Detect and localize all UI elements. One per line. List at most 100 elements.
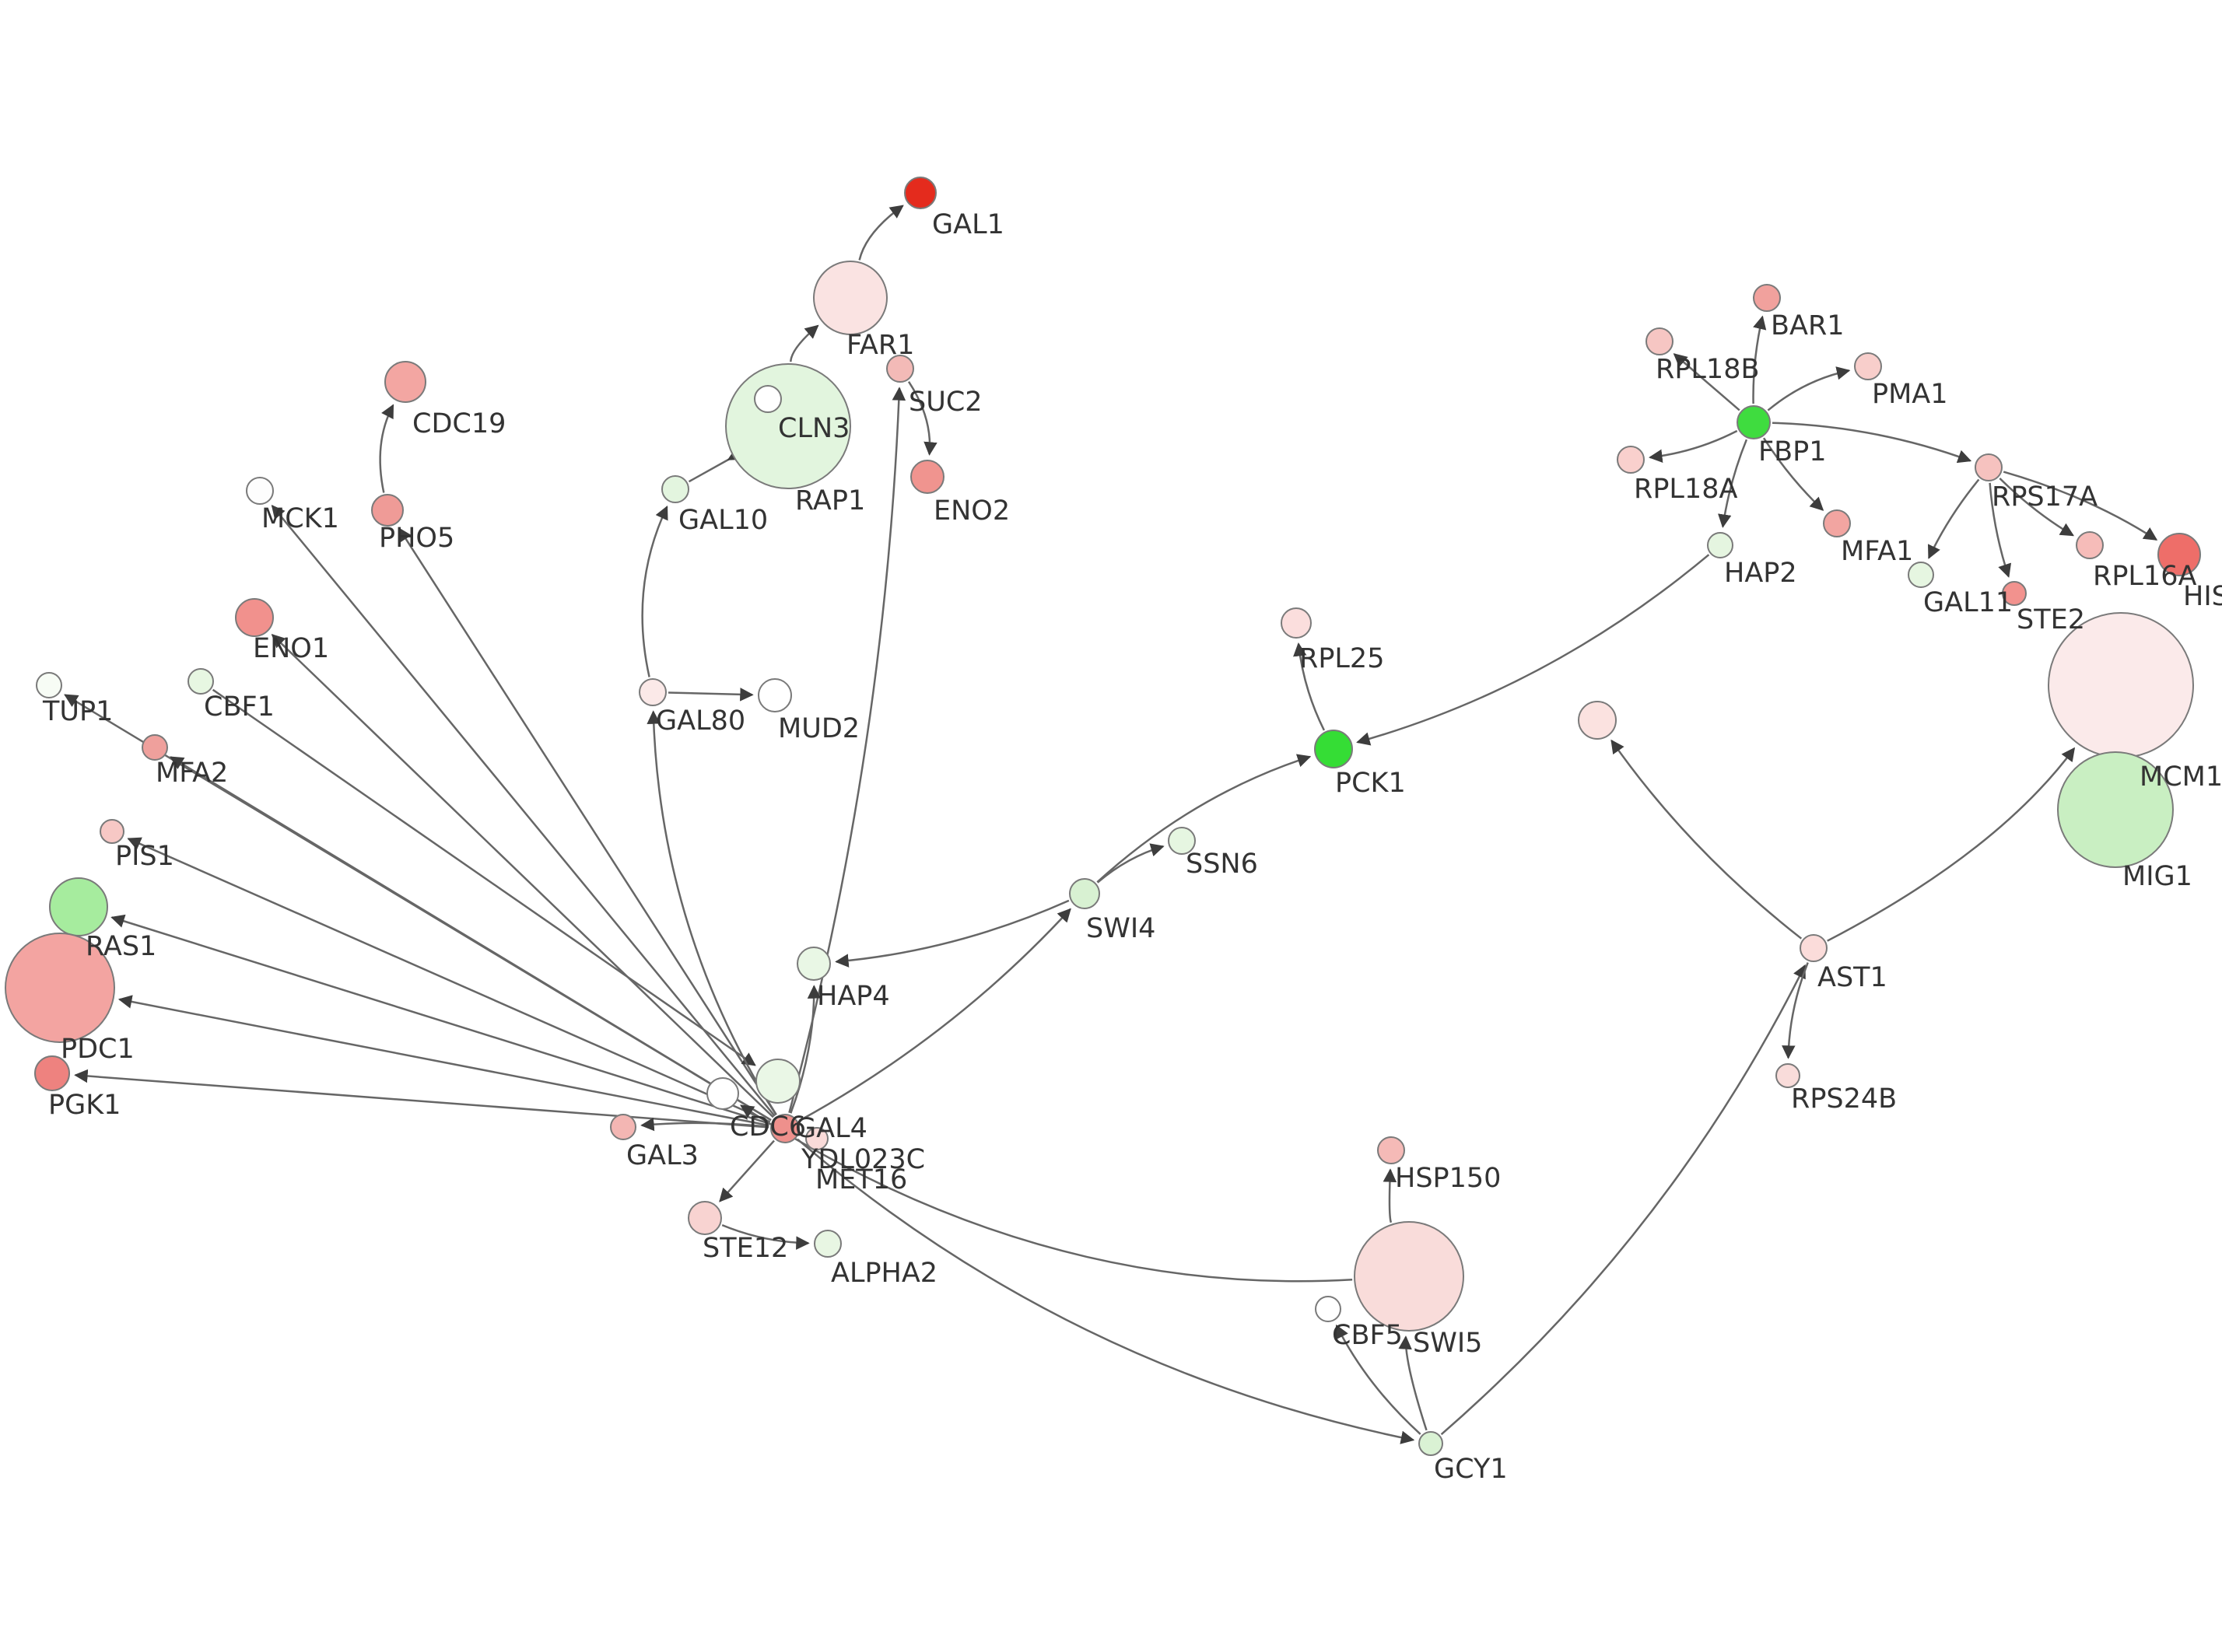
node-mud2[interactable] (758, 678, 792, 712)
node-ast1[interactable] (1800, 934, 1828, 962)
node-label-eno2: ENO2 (934, 495, 1010, 527)
edge-cbf1-met16 (212, 688, 756, 1066)
node-label-hap2: HAP2 (1724, 558, 1797, 589)
node-rpl18b[interactable] (1645, 327, 1674, 355)
node-label-cdc19: CDC19 (412, 408, 506, 439)
edge-cln3-far1 (790, 324, 819, 362)
node-cln3[interactable] (725, 363, 851, 489)
node-gal4[interactable] (770, 1114, 800, 1143)
edge-far1-gal1 (858, 205, 904, 261)
node-label-pma1: PMA1 (1872, 379, 1948, 410)
node-rps17a[interactable] (1975, 453, 2003, 481)
edge-hap2-pck1 (1356, 554, 1710, 746)
edge-gal4-mck1 (271, 504, 776, 1117)
edge-swi4-hap4 (835, 899, 1070, 968)
node-mfa2[interactable] (142, 734, 168, 761)
node-label-rap1: RAP1 (795, 485, 865, 516)
node-hap4[interactable] (797, 947, 831, 981)
node-eno2[interactable] (910, 460, 945, 494)
node-pck1[interactable] (1314, 730, 1353, 768)
node-gal80[interactable] (639, 678, 667, 706)
node-hsp150[interactable] (1377, 1136, 1405, 1164)
node-suc2[interactable] (886, 355, 914, 383)
node-rpl18a[interactable] (1617, 446, 1645, 474)
node-label-ast1: AST1 (1817, 962, 1887, 993)
edge-gal10-cln3 (688, 447, 743, 483)
node-label-gcy1: GCY1 (1434, 1454, 1508, 1485)
node-pis1[interactable] (100, 819, 124, 844)
edge-gal80-gal10 (641, 506, 668, 677)
node-hap2[interactable] (1707, 532, 1733, 558)
node-label-rps24b: RPS24B (1791, 1083, 1897, 1115)
node-label-mfa1: MFA1 (1841, 536, 1913, 567)
node-label-gal1: GAL1 (932, 209, 1004, 240)
edge-rps17a-gal11 (1928, 478, 1980, 559)
node-label-his4: HIS4 (2183, 581, 2222, 612)
node-pho5[interactable] (371, 494, 404, 527)
node-fbp1[interactable] (1737, 405, 1771, 439)
edge-swi5-cdc6 (740, 1104, 1353, 1283)
node-alpha2[interactable] (814, 1230, 842, 1258)
node-label-pgk1: PGK1 (48, 1090, 121, 1121)
edge-gal4-pho5 (398, 527, 777, 1115)
node-ste12[interactable] (688, 1201, 722, 1235)
node-gal11[interactable] (1908, 562, 1934, 588)
node-cdc19[interactable] (384, 361, 426, 403)
node-label-gal80: GAL80 (656, 705, 745, 737)
node-label-eno1: ENO1 (253, 633, 329, 664)
node-cbf1[interactable] (188, 668, 214, 695)
node-rpl16a[interactable] (2076, 531, 2104, 559)
edge-swi4-pck1 (1096, 754, 1312, 884)
node-rap1[interactable] (754, 385, 782, 413)
node-label-bar1: BAR1 (1771, 310, 1845, 341)
node-pdc1[interactable] (5, 933, 115, 1043)
edge-gal4-swi4 (798, 908, 1071, 1122)
node-mck1[interactable] (246, 477, 274, 505)
node-gcy1[interactable] (1418, 1431, 1443, 1456)
node-mfa1[interactable] (1823, 509, 1851, 537)
node-gal1[interactable] (904, 177, 937, 209)
edge-swi4-ssn6 (1096, 843, 1165, 884)
node-ydl023c[interactable] (805, 1127, 829, 1150)
node-mcm1[interactable] (2048, 612, 2194, 758)
node-label-mud2: MUD2 (778, 713, 860, 744)
node-swi5[interactable] (1354, 1221, 1464, 1332)
node-ssn6[interactable] (1168, 827, 1196, 855)
edge-fbp1-pma1 (1767, 366, 1851, 411)
node-rps24b[interactable] (1775, 1063, 1800, 1088)
node-cbf5[interactable] (1315, 1296, 1341, 1322)
node-label-ste12: STE12 (703, 1233, 788, 1264)
node-far1[interactable] (813, 261, 888, 335)
edge-rps17a-rpl16a (1999, 478, 2075, 537)
node-rpl25[interactable] (1281, 607, 1312, 639)
node-pgk1[interactable] (34, 1055, 70, 1091)
node-his4[interactable] (2157, 533, 2201, 576)
node-gal3[interactable] (610, 1114, 636, 1140)
edge-gal4-pis1 (127, 837, 771, 1123)
edge-gal4-ste12 (719, 1139, 775, 1202)
node-gal10[interactable] (661, 475, 689, 503)
edge-fbp1-rps17a (1772, 422, 1972, 464)
node-tup1[interactable] (36, 672, 62, 698)
edge-gcy1-swi5 (1398, 1335, 1428, 1431)
edge-gal80-mud2 (668, 688, 754, 702)
node-label-rpl18a: RPL18A (1634, 474, 1737, 505)
node-ste2[interactable] (2002, 581, 2027, 606)
node-pma1[interactable] (1854, 352, 1882, 380)
node-bar1[interactable] (1753, 284, 1781, 312)
node-ras1[interactable] (49, 877, 108, 936)
edge-fbp1-hap2 (1718, 439, 1748, 528)
node-swi4[interactable] (1069, 878, 1100, 909)
node-met16[interactable] (755, 1059, 801, 1104)
edge-gcy1-ast1 (1440, 964, 1807, 1436)
edge-fbp1-rpl18b (1673, 353, 1740, 411)
edge-gal4-gal80 (647, 710, 777, 1115)
edge-gal4-ras1 (110, 914, 770, 1125)
node-unk1[interactable] (1578, 701, 1617, 740)
node-mig1[interactable] (2057, 751, 2174, 868)
node-cdc6[interactable] (706, 1077, 739, 1110)
edge-gal4-suc2 (788, 387, 906, 1114)
node-label-gal11: GAL11 (1923, 587, 2013, 618)
node-eno1[interactable] (235, 598, 274, 637)
